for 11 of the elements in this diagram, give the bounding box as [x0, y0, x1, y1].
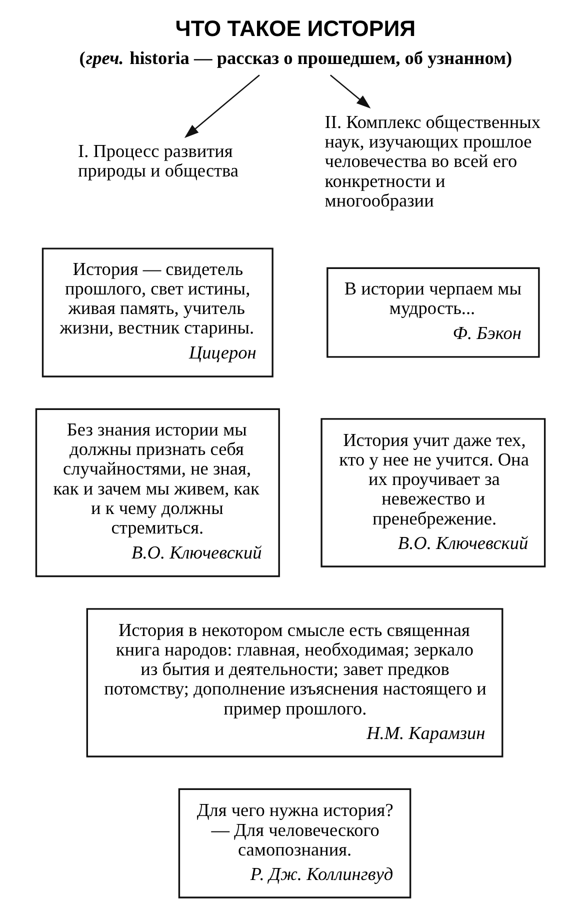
- node-text: ЧТО ТАКОЕ ИСТОРИЯ (греч. historia — рассказ о прошедшем, об узнанном): [79, 16, 512, 68]
- arrow: [184, 74, 260, 138]
- arrow: [330, 74, 371, 109]
- node-box: Без знания истории мы должны признать себя случайностями, не зная, как и зачем мы живем, как и к чему должны стремиться. В.О. Ключевский: [35, 408, 280, 578]
- node-box: История в некотором смысле есть священная книга народов: главная, необходимая; зеркало из бытия и деятельности; завет предков потомству; дополнение изъяснения настоящего и пример прошлого. Н.М. Карамзин: [86, 608, 504, 758]
- node-box: В истории черпаем мы мудрость... Ф. Бэкон: [326, 267, 540, 358]
- node-box: История учит даже тех, кто у нее не учится. Она их проучивает за невежество и пренебрежение. В.О. Ключевский: [320, 418, 546, 568]
- node-text: II. Комплекс общественных наук, изучающих прошлое человечества во всей его конкретности и многообразии: [324, 112, 541, 210]
- node-text: I. Процесс развития природы и общества: [78, 140, 239, 180]
- node-box: История — свидетель прошлого, свет истины, живая память, учитель жизни, вестник старины. Цицерон: [42, 248, 274, 378]
- node-box: Для чего нужна история? — Для человеческого самопознания. Р. Дж. Коллингвуд: [178, 788, 412, 898]
